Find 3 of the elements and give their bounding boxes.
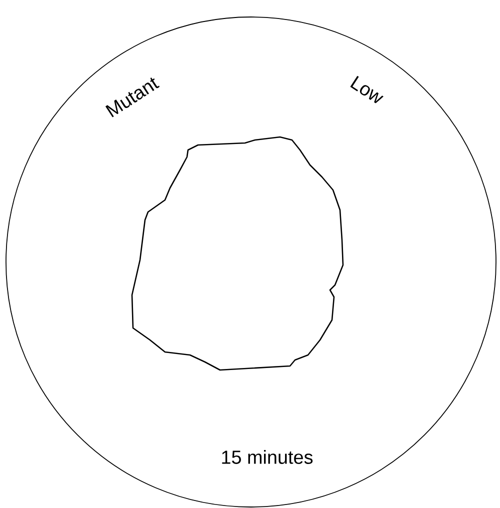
label: 15 minutes	[222, 450, 313, 464]
label: Low	[350, 76, 384, 104]
blob-outline	[131, 136, 344, 371]
